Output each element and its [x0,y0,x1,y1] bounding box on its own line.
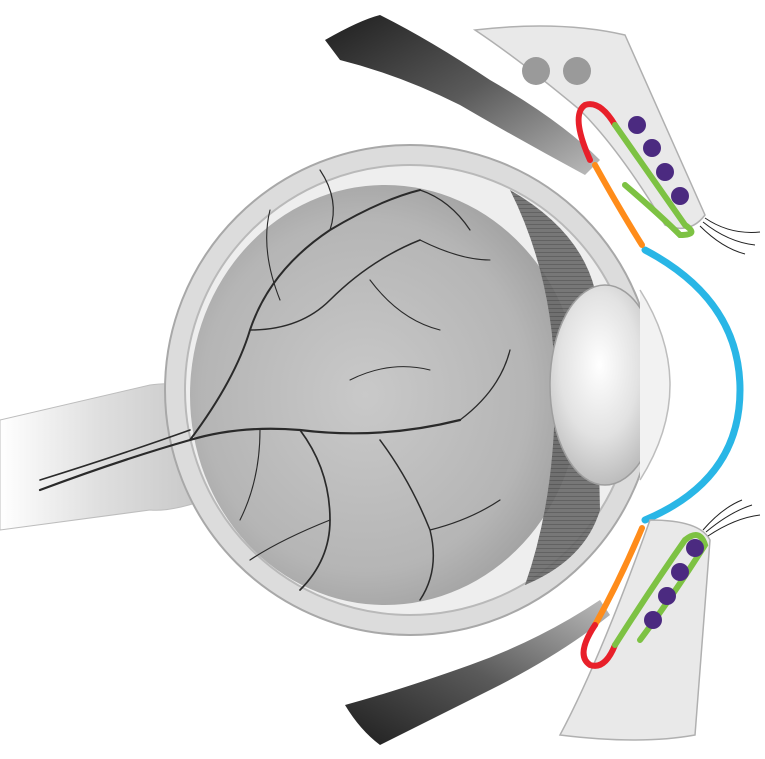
lacrimal-gland-dot [522,57,550,85]
meibomian-gland-dot [644,611,662,629]
meibomian-gland-dot [671,187,689,205]
eyelashes-lower [703,500,760,536]
retina [190,185,580,605]
lacrimal-gland-dot [563,57,591,85]
meibomian-gland-dot [671,563,689,581]
meibomian-gland-dot [643,139,661,157]
meibomian-gland-dot [656,163,674,181]
meibomian-gland-dot [686,539,704,557]
meibomian-gland-dot [658,587,676,605]
meibomian-gland-dot [628,116,646,134]
eyelashes-upper [700,218,760,254]
lens-front [640,290,670,480]
